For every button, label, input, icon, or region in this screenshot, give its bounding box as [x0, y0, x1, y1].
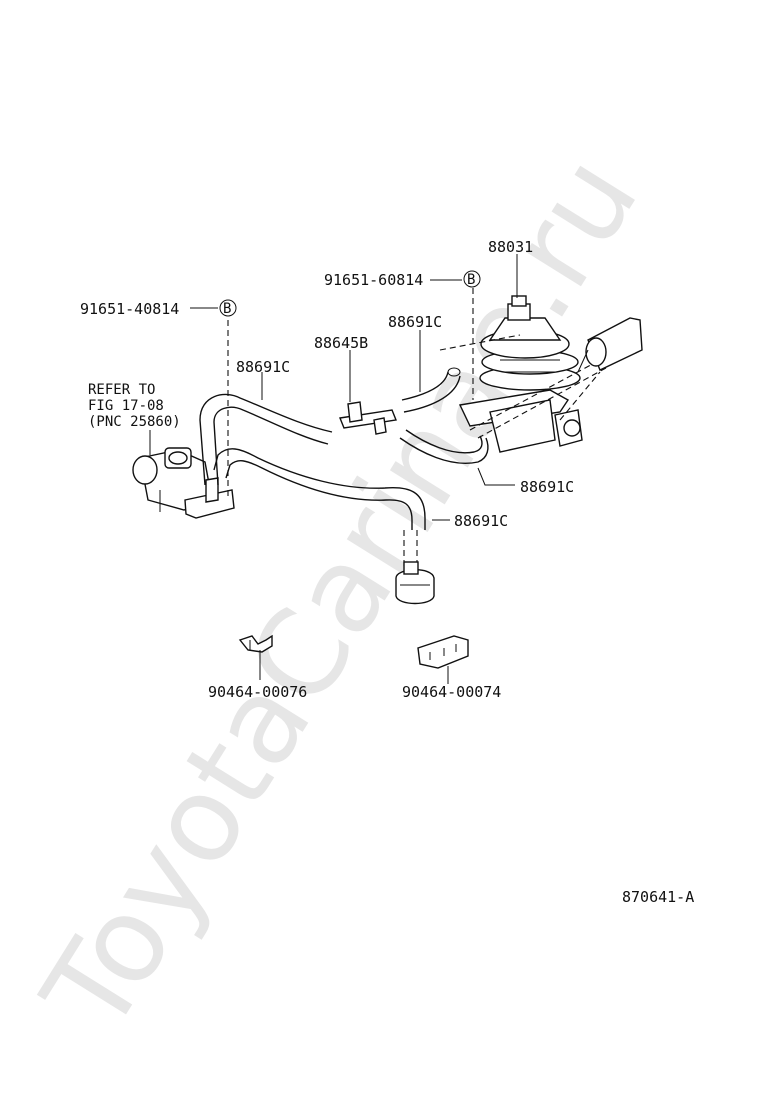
callout-91651-40814: 91651-40814 — [80, 300, 179, 318]
callout-90464-00076: 90464-00076 — [208, 683, 307, 701]
callout-90464-00074: 90464-00074 — [402, 683, 501, 701]
connector-marker-b-upper: B — [463, 270, 481, 288]
exhaust-pipe-section — [577, 317, 643, 373]
clip-90464-00074 — [417, 635, 469, 669]
hose-88691c-upper-left — [199, 393, 333, 486]
callout-88691c-b: 88691C — [388, 313, 442, 331]
hose-88691c-lower — [213, 448, 426, 530]
reference-line-3: (PNC 25860) — [88, 414, 181, 430]
leader-lines — [190, 254, 518, 684]
marker-b-text: B — [467, 272, 475, 288]
connector-marker-b-left: B — [219, 299, 237, 317]
callout-88691c-c: 88691C — [520, 478, 574, 496]
reference-line-2: FIG 17-08 — [88, 398, 164, 414]
callout-88691c-a: 88691C — [236, 358, 290, 376]
marker-b-text: B — [223, 301, 231, 317]
vacuum-port-fitting — [395, 561, 435, 605]
vacuum-switching-valve — [132, 447, 235, 519]
callout-88031: 88031 — [488, 238, 533, 256]
figure-id: 870641-A — [622, 888, 694, 906]
reference-line-1: REFER TO — [88, 382, 155, 398]
hose-88691c-upper-right — [401, 367, 461, 413]
reference-note: REFER TO FIG 17-08 (PNC 25860) — [88, 382, 181, 430]
callout-88691c-d: 88691C — [454, 512, 508, 530]
egr-vacuum-modulator — [458, 295, 583, 453]
clip-90464-00076 — [238, 634, 273, 653]
callout-88645b: 88645B — [314, 334, 368, 352]
three-way-joint — [339, 401, 397, 435]
callout-91651-60814: 91651-60814 — [324, 271, 423, 289]
hose-88691c-right — [399, 429, 489, 464]
